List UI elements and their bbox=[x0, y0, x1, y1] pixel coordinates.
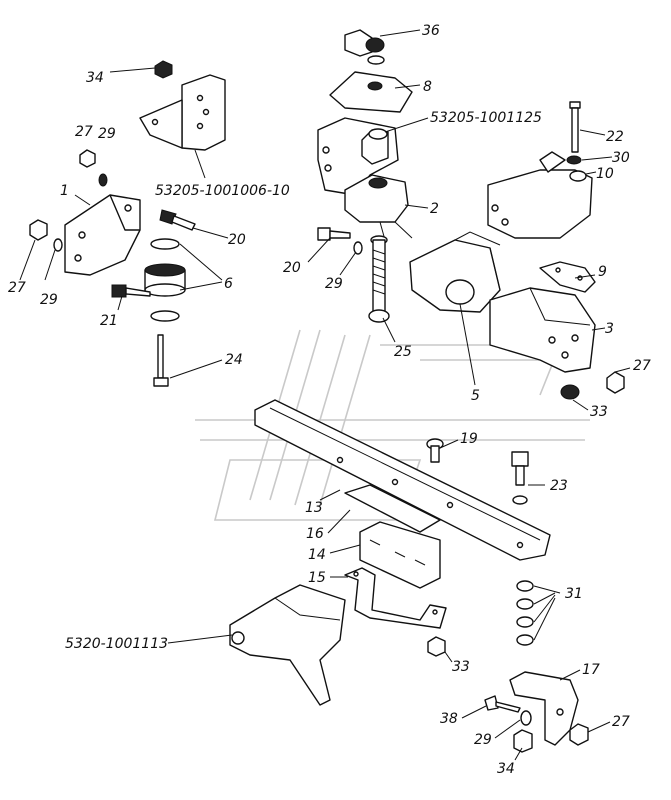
bolt-21 bbox=[111, 284, 151, 298]
label-29-left: 29 bbox=[40, 292, 58, 308]
bracket-5320-1001113 bbox=[229, 584, 346, 706]
bolt-20-left bbox=[159, 209, 196, 231]
nut-34-lower bbox=[513, 729, 533, 753]
label-21: 21 bbox=[100, 313, 118, 329]
label-19: 19 bbox=[460, 431, 478, 447]
bolt-38 bbox=[484, 695, 521, 713]
label-17: 17 bbox=[582, 662, 600, 678]
bolt-23 bbox=[511, 451, 529, 505]
label-25: 25 bbox=[394, 344, 412, 360]
nut-27-washer-29-lower bbox=[29, 219, 63, 252]
label-14: 14 bbox=[308, 547, 326, 563]
pad-8 bbox=[329, 71, 413, 113]
bracket-15 bbox=[344, 567, 447, 629]
stud-25 bbox=[368, 235, 390, 323]
label-53205-1001006-10: 53205-1001006-10 bbox=[155, 183, 290, 199]
nut-33-lower bbox=[427, 636, 446, 657]
label-8: 8 bbox=[423, 79, 432, 95]
label-23: 23 bbox=[550, 478, 568, 494]
bolt-22 bbox=[569, 101, 581, 153]
bolt-24 bbox=[153, 334, 169, 387]
label-2: 2 bbox=[430, 201, 439, 217]
label-29-top: 29 bbox=[98, 126, 116, 142]
label-5: 5 bbox=[471, 388, 480, 404]
label-10: 10 bbox=[596, 166, 614, 182]
plate-9 bbox=[539, 261, 596, 293]
plate-16 bbox=[344, 484, 441, 533]
label-5320-1001113: 5320-1001113 bbox=[65, 636, 168, 652]
label-38: 38 bbox=[440, 711, 458, 727]
bracket-10 bbox=[487, 151, 593, 239]
cushions-6 bbox=[144, 238, 186, 322]
label-34-top: 34 bbox=[86, 70, 104, 86]
washer-29-lower bbox=[520, 710, 532, 726]
bolt-20-mid bbox=[317, 227, 351, 241]
label-27-lower: 27 bbox=[612, 714, 630, 730]
housing-5 bbox=[409, 231, 501, 313]
label-27-top: 27 bbox=[75, 124, 93, 140]
label-30: 30 bbox=[612, 150, 630, 166]
nut-36 bbox=[344, 29, 385, 65]
bracket-3 bbox=[489, 287, 596, 373]
label-22: 22 bbox=[606, 129, 624, 145]
nut-27-lower bbox=[569, 723, 589, 746]
label-33-upper: 33 bbox=[590, 404, 608, 420]
cushion-2 bbox=[344, 174, 413, 241]
label-1: 1 bbox=[60, 183, 69, 199]
label-27-right: 27 bbox=[633, 358, 651, 374]
label-20-mid: 20 bbox=[283, 260, 301, 276]
washers-31 bbox=[516, 580, 534, 646]
label-13: 13 bbox=[305, 500, 323, 516]
washer-29-mid bbox=[353, 241, 363, 255]
nut-33-upper bbox=[560, 384, 580, 400]
label-27-left: 27 bbox=[8, 280, 26, 296]
nut-27-washer-29-upper bbox=[79, 149, 108, 187]
label-3: 3 bbox=[605, 321, 614, 337]
label-24: 24 bbox=[225, 352, 243, 368]
label-6: 6 bbox=[224, 276, 233, 292]
washer-30 bbox=[566, 155, 582, 165]
bolt-19 bbox=[426, 438, 444, 463]
crossmember-13 bbox=[254, 399, 551, 561]
label-31: 31 bbox=[565, 586, 583, 602]
label-33-lower: 33 bbox=[452, 659, 470, 675]
nut-27-right bbox=[606, 371, 625, 394]
label-15: 15 bbox=[308, 570, 326, 586]
label-20-left: 20 bbox=[228, 232, 246, 248]
bracket-1 bbox=[64, 194, 141, 276]
bracket-53205-1001006-10 bbox=[139, 74, 226, 151]
label-34-lower: 34 bbox=[497, 761, 515, 777]
bracket-17 bbox=[509, 671, 579, 746]
nut-34 bbox=[154, 60, 173, 79]
bracket-53205-1001125 bbox=[317, 117, 399, 196]
leader-lines bbox=[19, 29, 631, 761]
label-29-lower: 29 bbox=[474, 732, 492, 748]
label-29-mid: 29 bbox=[325, 276, 343, 292]
label-9: 9 bbox=[598, 264, 607, 280]
label-53205-1001125: 53205-1001125 bbox=[430, 110, 542, 126]
label-36: 36 bbox=[422, 23, 440, 39]
label-16: 16 bbox=[306, 526, 324, 542]
cushion-14 bbox=[359, 521, 441, 589]
